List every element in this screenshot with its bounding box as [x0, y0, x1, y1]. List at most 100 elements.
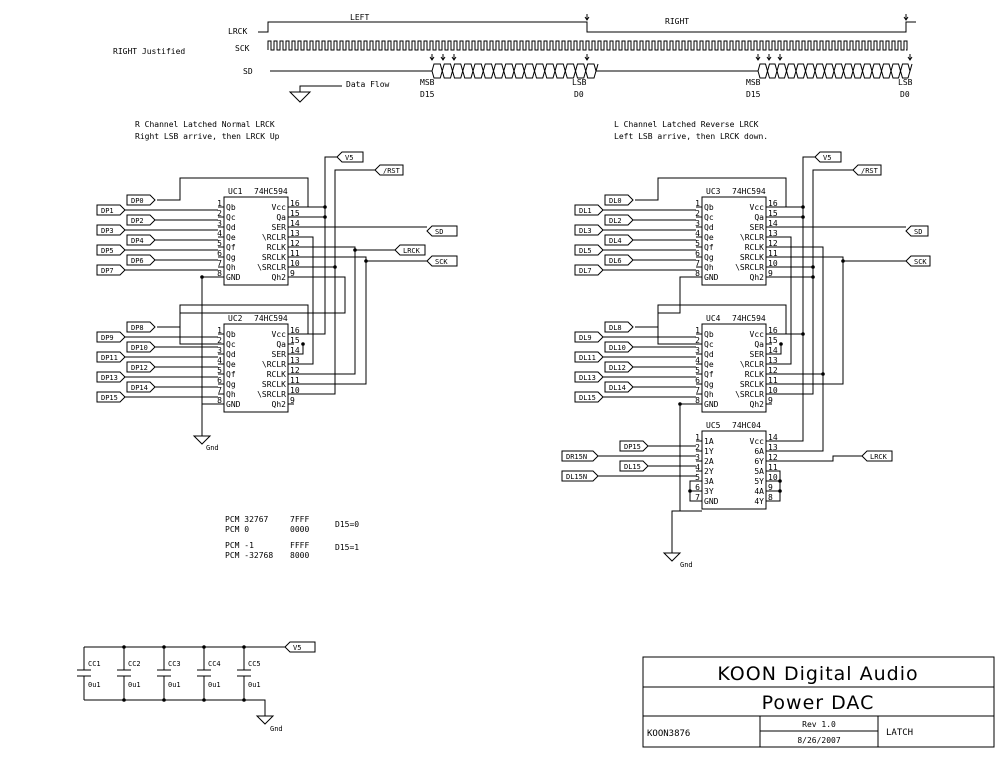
rst-flag-right: /RST: [852, 164, 882, 176]
bit-arrow: [907, 54, 913, 61]
gnd-label-caps: Gnd: [270, 725, 283, 733]
pin-number: 11: [768, 249, 778, 258]
pin-name: 6A: [754, 447, 764, 456]
pin-number: 13: [290, 356, 300, 365]
junction-dot: [242, 645, 246, 649]
pin-name: GND: [704, 400, 719, 409]
note-right-line2: Left LSB arrive, then LRCK down.: [614, 132, 768, 141]
pin-name: \RCLR: [262, 360, 286, 369]
pin-number: 3: [695, 346, 700, 355]
port-label: DP1: [101, 207, 114, 215]
port-dl15n: DL15N: [561, 470, 696, 482]
pin-number: 16: [768, 199, 778, 208]
sd-flag-left: SD: [426, 225, 458, 237]
pin-name: Qg: [704, 380, 714, 389]
port-dp6: DP6: [126, 254, 218, 266]
sd-waveform: [270, 63, 913, 79]
pin-number: 8: [695, 396, 700, 405]
d15-label-right: D15: [420, 90, 435, 99]
port-label: DL13: [579, 374, 596, 382]
port-dl0: DL0: [604, 194, 634, 206]
port-dp1: DP1: [96, 204, 218, 216]
sd-label: SD: [243, 67, 253, 76]
pin-number: 10: [290, 259, 300, 268]
port-dp3: DP3: [96, 224, 218, 236]
port-label: DP11: [101, 354, 118, 362]
pcm-row4-hex: 8000: [290, 551, 309, 560]
cap-ref: CC4: [208, 660, 221, 668]
port-dp0: DP0: [126, 194, 156, 206]
wires-decoupling: [83, 646, 285, 725]
pin-number: 14: [768, 219, 778, 228]
junction-dot: [162, 645, 166, 649]
pin-name: RCLK: [267, 370, 286, 379]
port-flags: DP0DP1DP2DP3DP4DP5DP6DP7DP8DP9DP10DP11DP…: [96, 194, 696, 482]
junction-dot: [801, 332, 805, 336]
pin-name: Qf: [704, 370, 714, 379]
port-dl11: DL11: [574, 351, 696, 363]
pin-number: 12: [290, 366, 300, 375]
pin-name: 4A: [754, 487, 764, 496]
pin-number: 14: [768, 346, 778, 355]
port-label: DL5: [579, 247, 592, 255]
pin-name: Qb: [704, 203, 714, 212]
right-phase-label: RIGHT: [665, 17, 689, 26]
junction-dot: [323, 215, 327, 219]
pin-number: 9: [290, 396, 295, 405]
cap-value: 0u1: [248, 681, 261, 689]
pcm-row1-label: PCM 32767: [225, 515, 269, 524]
net-flag-label: V5: [293, 644, 301, 652]
cap-ref: CC2: [128, 660, 141, 668]
pin-name: Qa: [276, 213, 286, 222]
junction-dot: [801, 215, 805, 219]
pcm-d15-zero: D15=0: [335, 520, 359, 529]
note-right-line1: L Channel Latched Reverse LRCK: [614, 120, 759, 129]
lrck-waveform: [258, 21, 916, 33]
net-flag-label: LRCK: [870, 453, 888, 461]
port-dl3: DL3: [574, 224, 696, 236]
pin-name: \SRCLR: [735, 390, 764, 399]
cap-ref: CC1: [88, 660, 101, 668]
net-flag-label: /RST: [861, 167, 879, 175]
lsb-label-right: LSB: [572, 78, 587, 87]
port-dl10: DL10: [604, 341, 696, 353]
port-label: DP2: [131, 217, 144, 225]
pin-number: 8: [217, 396, 222, 405]
pin-name: Vcc: [272, 330, 287, 339]
pin-number: 2: [695, 443, 700, 452]
wires-left: [157, 156, 427, 445]
port-label: DP0: [131, 197, 144, 205]
pin-number: 13: [768, 229, 778, 238]
port-label: DL9: [579, 334, 592, 342]
lrck-edge-arrow: [903, 14, 909, 21]
port-dl4: DL4: [604, 234, 696, 246]
revision: Rev 1.0: [802, 720, 836, 729]
pin-name: Qe: [704, 233, 714, 242]
pin-name: SRCLK: [262, 253, 286, 262]
pin-number: 7: [217, 386, 222, 395]
pin-number: 14: [290, 219, 300, 228]
pin-name: 3Y: [704, 487, 714, 496]
pin-number: 3: [217, 346, 222, 355]
pin-name: Qa: [754, 340, 764, 349]
lrck-label: LRCK: [228, 27, 247, 36]
pin-name: Qf: [226, 370, 236, 379]
port-dl1: DL1: [574, 204, 696, 216]
pin-number: 1: [695, 199, 700, 208]
pin-name: Qh2: [750, 400, 765, 409]
port-dp7: DP7: [96, 264, 218, 276]
ic-ref: UC2: [228, 314, 243, 323]
pin-number: 10: [768, 259, 778, 268]
pin-name: Qa: [754, 213, 764, 222]
pin-name: Qb: [226, 330, 236, 339]
pin-name: SRCLK: [740, 253, 764, 262]
lrck-flag-right: LRCK: [861, 450, 893, 462]
port-dp4: DP4: [126, 234, 218, 246]
sck-flag-left: SCK: [426, 255, 458, 267]
pin-number: 2: [695, 209, 700, 218]
net-flag-label: V5: [823, 154, 831, 162]
junction-dot: [801, 205, 805, 209]
pin-name: Qb: [226, 203, 236, 212]
